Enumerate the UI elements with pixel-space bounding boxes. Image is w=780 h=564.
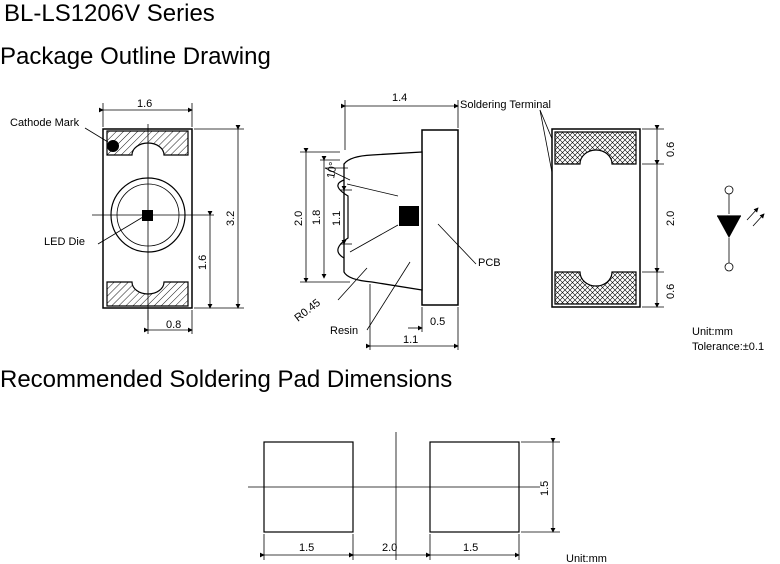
back-view [551,125,664,308]
pad-drawing [248,432,560,560]
pad-unit-label: Unit:mm [566,553,607,564]
pcb-outline [421,129,459,306]
pad-dim-left-label: 1.5 [299,542,314,554]
cathode-mark-label: Cathode Mark [10,117,80,129]
bottom-terminal [106,281,189,307]
back-dim-mid-label: 2.0 [665,211,677,226]
dim-height-label: 3.2 [225,211,237,226]
soldering-terminal-label: Soldering Terminal [460,99,551,111]
side-dim-20-label: 2.0 [293,211,305,226]
led-die-label: LED Die [44,236,85,248]
cathode-dot-icon [107,140,119,152]
resin-body [343,151,423,291]
dim-half-width-label: 0.8 [166,319,181,331]
unit-label: Unit:mm [692,326,733,338]
dim-die-height-label: 1.6 [197,255,209,270]
radius-label: R0.45 [292,297,323,325]
front-view [84,103,244,334]
pcb-leader [437,223,477,265]
tolerance-label: Tolerance:±0.1 [692,341,764,353]
pcb-label: PCB [478,257,501,269]
die-leader [97,216,144,245]
led-schematic-icon [717,185,765,272]
side-dim-11h-label: 1.1 [403,334,418,346]
pad-dim-right-label: 1.5 [463,542,478,554]
side-die-icon [399,206,419,226]
side-dim-11v-label: 1.1 [331,211,343,226]
page-title: BL-LS1206V Series [4,0,215,27]
cathode-leader [84,127,109,143]
top-terminal [106,130,189,156]
radius-leader [337,267,368,301]
resin-label: Resin [330,325,358,337]
resin-leader [366,261,411,331]
pad-section-title: Recommended Soldering Pad Dimensions [0,366,453,393]
side-dim-05-label: 0.5 [430,316,445,328]
lens-profile [337,179,349,259]
outline-section-title: Package Outline Drawing [0,43,271,70]
angle-label: 10° [325,161,340,179]
side-dim-18-label: 1.8 [311,210,323,225]
pad-dim-height-label: 1.5 [539,481,551,496]
back-dim-top-label: 0.6 [665,142,677,157]
back-top-terminal [554,131,637,165]
pad-dim-gap-label: 2.0 [382,542,397,554]
side-dim-top-label: 1.4 [392,92,407,104]
back-bottom-terminal [554,271,637,305]
back-dim-bot-label: 0.6 [665,284,677,299]
side-view [300,100,576,350]
front-body-outline [102,128,193,309]
dim-width-label: 1.6 [137,98,152,110]
led-die-icon [142,210,153,221]
